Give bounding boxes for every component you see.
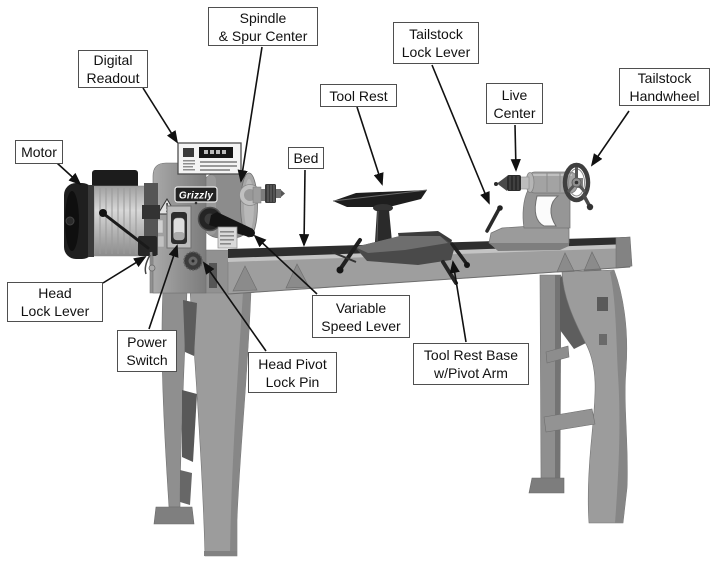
arrow-tool-rest-base: [449, 260, 467, 343]
specs-sticker: [217, 226, 238, 249]
right-leg: [528, 269, 628, 524]
spindle-and-spur-center-part: [239, 184, 285, 206]
digital-readout-part: [177, 142, 242, 175]
tool-rest-base-part: [331, 231, 470, 285]
arrow-bed: [299, 169, 310, 247]
label-power-switch: Power Switch: [117, 330, 177, 372]
arrow-tool-rest: [356, 106, 384, 186]
tool-rest-part: [332, 189, 428, 242]
head-pivot-lock-pin-part: [183, 251, 203, 271]
live-center-part: [494, 175, 521, 191]
label-digital-readout: Digital Readout: [78, 50, 148, 88]
callout-arrows: [56, 46, 630, 352]
label-tool-rest: Tool Rest: [320, 84, 397, 107]
label-motor: Motor: [15, 140, 63, 164]
label-tool-rest-base: Tool Rest Base w/Pivot Arm: [413, 343, 529, 385]
grizzly-logo: Grizzly: [174, 186, 218, 203]
arrow-tailstock-handwheel: [590, 110, 630, 167]
label-head-pivot-lock-pin: Head Pivot Lock Pin: [248, 352, 337, 393]
arrow-variable-speed: [253, 234, 318, 295]
label-head-lock-lever: Head Lock Lever: [7, 282, 103, 322]
arrow-live-center: [510, 124, 521, 172]
grizzly-logo-text: Grizzly: [179, 191, 213, 202]
label-variable-speed-lever: Variable Speed Lever: [312, 295, 410, 338]
arrow-digital-readout: [142, 87, 179, 144]
tailstock-handwheel-part: [562, 162, 594, 211]
arrow-head-lock-lever: [102, 255, 147, 284]
label-spindle-spur-center: Spindle & Spur Center: [208, 7, 318, 46]
headstock: Grizzly: [152, 142, 285, 294]
tailstock: [485, 162, 594, 251]
arrow-tailstock-lock: [431, 64, 490, 205]
label-tailstock-handwheel: Tailstock Handwheel: [619, 68, 710, 106]
tailstock-lock-lever-part: [485, 205, 503, 233]
label-bed: Bed: [288, 147, 324, 169]
label-tailstock-lock-lever: Tailstock Lock Lever: [393, 22, 479, 64]
label-live-center: Live Center: [486, 83, 543, 124]
arrow-head-pivot-lock-pin: [202, 261, 267, 352]
arrow-spindle-spur-center: [237, 46, 263, 183]
variable-speed-lever-part: [197, 206, 255, 237]
motor-part: [64, 170, 160, 275]
arrow-motor: [56, 162, 82, 186]
left-leg: [153, 289, 252, 557]
arrow-power-switch: [148, 244, 179, 330]
power-switch-part: [166, 205, 192, 249]
head-lock-lever-part: [99, 209, 156, 275]
